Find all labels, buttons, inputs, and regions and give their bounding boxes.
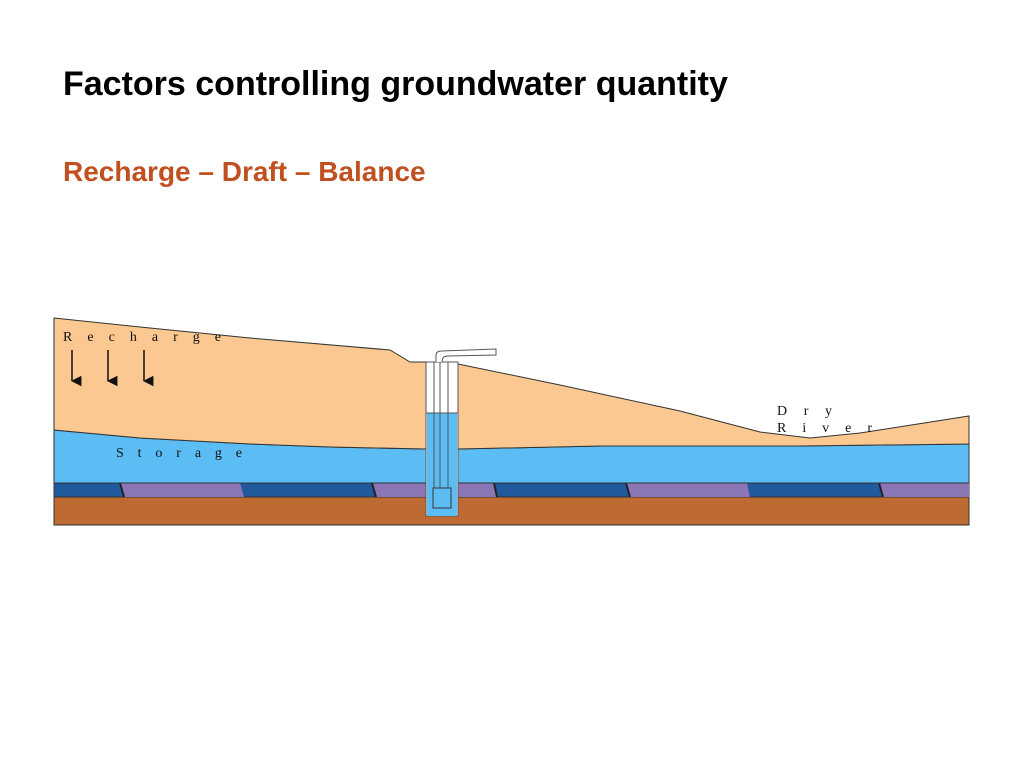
dry-river-label-line2: R i v e r — [777, 421, 872, 436]
unsaturated-soil — [457, 363, 970, 450]
pumping-well — [425, 348, 497, 517]
confining-block — [879, 483, 969, 497]
bedrock-layer — [53, 495, 970, 526]
slide-subtitle: Recharge – Draft – Balance — [63, 156, 426, 187]
recharge-label: R e c h a r g e — [63, 330, 221, 345]
dry-river-label-line1: D r y — [777, 404, 832, 419]
well-pump — [432, 487, 452, 509]
confining-layer — [53, 482, 970, 498]
confining-block — [372, 483, 426, 497]
recharge-arrows — [70, 350, 154, 387]
confining-block — [458, 483, 497, 497]
confining-block — [120, 483, 244, 497]
slide-title: Factors controlling groundwater quantity — [63, 65, 728, 103]
confining-block — [626, 483, 750, 497]
well-discharge-pipe — [435, 348, 497, 363]
